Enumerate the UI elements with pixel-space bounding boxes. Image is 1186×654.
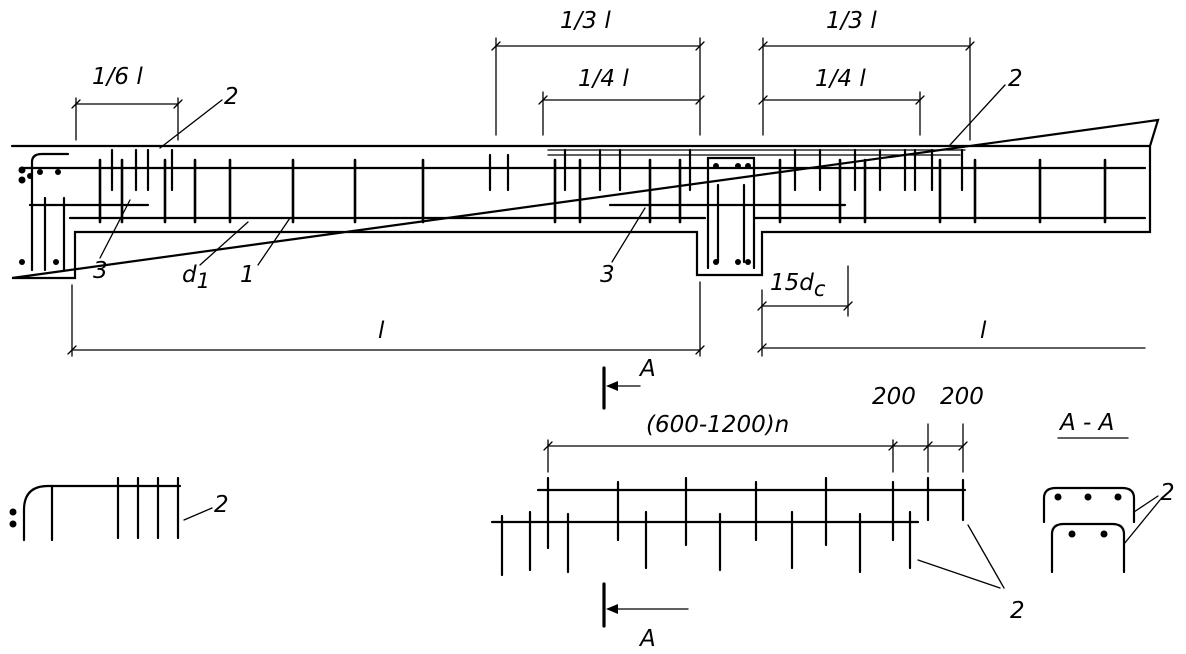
d1-main: d xyxy=(182,262,197,288)
section-aa-drawing xyxy=(1042,486,1161,574)
dim-label-200-a: 200 xyxy=(872,384,916,410)
stirrups xyxy=(98,158,1107,224)
section-mark-top xyxy=(602,366,641,410)
dim-200-pair xyxy=(892,423,968,473)
frame-2-detail-left xyxy=(9,476,213,542)
callout-2-right: 2 xyxy=(1008,66,1023,92)
dim-label-sixth-l: 1/6 l xyxy=(92,64,143,90)
section-label-top: A xyxy=(638,356,656,382)
callout-3-left: 3 xyxy=(93,258,108,284)
dim-label-anchorage: 15dc xyxy=(770,270,826,301)
dim-quarter-l-left xyxy=(538,91,705,136)
section-aa-callout-2: 2 xyxy=(1160,480,1175,506)
dim-sixth-l xyxy=(71,97,183,141)
dim-quarter-l-right xyxy=(758,91,925,136)
section-mark-bottom xyxy=(602,582,689,628)
middle-support-cage xyxy=(706,156,756,270)
top-longitudinal-bars xyxy=(20,149,1147,170)
dim-span-left xyxy=(67,281,705,357)
dim-third-l-right xyxy=(758,37,975,141)
dim-label-span-left: l xyxy=(378,318,385,344)
callout-1: 1 xyxy=(240,262,255,288)
dim-anchorage xyxy=(757,265,853,317)
frame-2-short-bars xyxy=(110,148,964,192)
callout-d1: d1 xyxy=(182,262,210,293)
detail-callout-2-left: 2 xyxy=(214,492,229,518)
section-aa-title: A - A xyxy=(1058,410,1114,436)
left-support-cage xyxy=(18,152,70,272)
dim-label-third-l-right: 1/3 l xyxy=(826,8,877,34)
anchor-sub: c xyxy=(814,277,826,301)
section-label-bottom: A xyxy=(638,626,656,652)
dim-label-span-right: l xyxy=(980,318,987,344)
dim-spacing xyxy=(543,439,898,473)
dim-span-right xyxy=(757,289,1146,357)
anchor-main: 15d xyxy=(770,270,814,296)
dim-third-l-left xyxy=(491,37,705,136)
d1-sub: 1 xyxy=(197,269,210,293)
bottom-longitudinal-bars xyxy=(28,203,1147,220)
detail-callout-2-middle: 2 xyxy=(1010,598,1025,624)
dim-label-quarter-l-right: 1/4 l xyxy=(815,66,866,92)
dim-label-quarter-l-left: 1/4 l xyxy=(578,66,629,92)
dim-label-third-l-left: 1/3 l xyxy=(560,8,611,34)
callout-2-left: 2 xyxy=(224,84,239,110)
beam-outline xyxy=(10,118,1160,280)
frame-elevation-detail xyxy=(490,476,1005,589)
dim-label-200-b: 200 xyxy=(940,384,984,410)
dim-label-spacing: (600-1200)n xyxy=(646,412,789,438)
callout-3-middle: 3 xyxy=(600,262,615,288)
callout-leaders xyxy=(99,84,1006,266)
